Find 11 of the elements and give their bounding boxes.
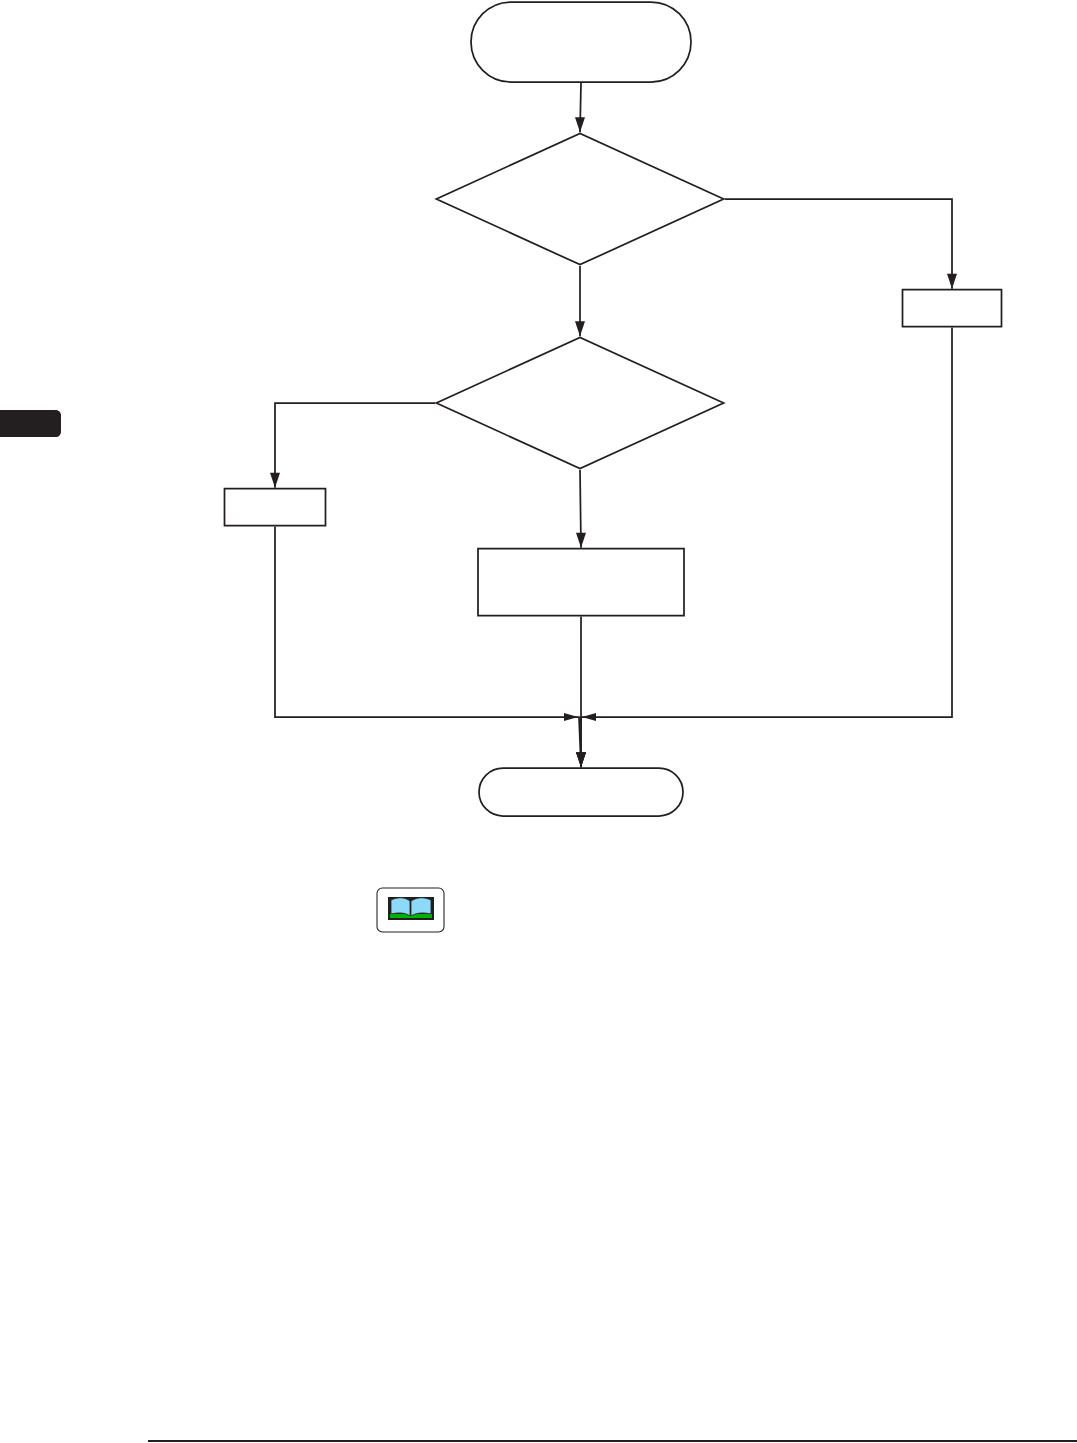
arrow [270, 402, 436, 489]
process-box [477, 547, 685, 617]
arrow [576, 469, 586, 549]
process-box [223, 487, 327, 527]
process-box [901, 288, 1003, 328]
terminal-capsule [470, 1, 692, 83]
terminal-capsule [478, 767, 684, 817]
arrow [724, 198, 957, 290]
arrow [576, 326, 953, 768]
arrow [575, 82, 585, 133]
arrow [575, 265, 585, 337]
